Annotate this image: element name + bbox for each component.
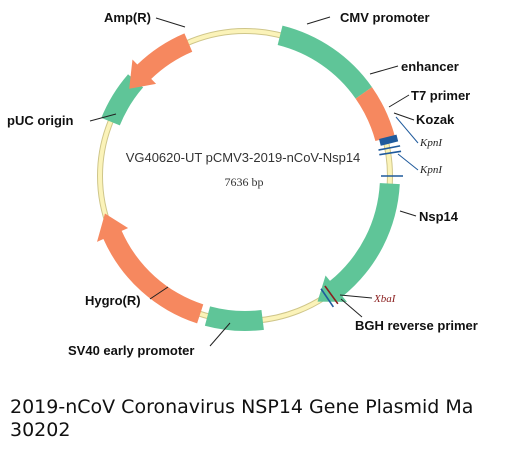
label-nsp14: Nsp14 xyxy=(419,209,459,224)
leader-t7-primer xyxy=(388,94,410,108)
leader-sv40-early-promoter xyxy=(209,322,231,347)
leader-kpni-1 xyxy=(395,116,419,144)
label-kozak: Kozak xyxy=(416,112,455,127)
leader-puc-origin xyxy=(89,113,117,122)
label-t7-primer: T7 primer xyxy=(411,88,470,103)
leader-kozak xyxy=(393,112,415,121)
feature-layer xyxy=(97,25,400,331)
label-bgh-reverse-primer: BGH reverse primer xyxy=(355,318,478,333)
feature-cmv-promoter xyxy=(277,25,372,99)
label-kpni-2: KpnI xyxy=(419,164,443,176)
label-xbai: XbaI xyxy=(373,293,397,305)
label-puc-origin: pUC origin xyxy=(7,113,73,128)
caption-line-1: 2019-nCoV Coronavirus NSP14 Gene Plasmid… xyxy=(10,396,474,418)
leader-nsp14 xyxy=(399,210,417,217)
feature-sv40-early-promoter xyxy=(204,306,264,331)
feature-amp-r xyxy=(129,33,193,89)
leader-enhancer xyxy=(369,65,399,75)
marker-kpni-1 xyxy=(379,150,402,156)
label-sv40-early-promoter: SV40 early promoter xyxy=(68,343,194,358)
plasmid-size: 7636 bp xyxy=(225,175,264,189)
plasmid-name: VG40620-UT pCMV3-2019-nCoV-Nsp14 xyxy=(126,150,361,165)
leader-bgh-reverse-primer xyxy=(340,298,363,318)
feature-enhancer xyxy=(355,87,395,142)
leader-kpni-2 xyxy=(397,153,419,171)
feature-hygro-r xyxy=(97,213,204,324)
label-hygro-r: Hygro(R) xyxy=(85,293,141,308)
caption: 2019-nCoV Coronavirus NSP14 Gene Plasmid… xyxy=(10,396,510,442)
label-amp-r: Amp(R) xyxy=(104,10,151,25)
marker-t7-primer xyxy=(379,134,399,146)
leader-hygro-r xyxy=(149,286,169,300)
leader-cmv-promoter xyxy=(306,16,331,25)
label-enhancer: enhancer xyxy=(401,59,459,74)
marker-kozak xyxy=(378,145,401,151)
feature-nsp14 xyxy=(317,183,400,302)
label-kpni-1: KpnI xyxy=(419,137,443,149)
marker-xbai xyxy=(324,285,339,305)
leader-xbai xyxy=(339,294,373,299)
leader-amp-r xyxy=(155,17,186,28)
marker-layer xyxy=(320,134,403,308)
caption-line-2: 30202 xyxy=(10,419,71,441)
label-cmv-promoter: CMV promoter xyxy=(340,10,430,25)
marker-bgh-reverse-primer xyxy=(320,288,335,308)
